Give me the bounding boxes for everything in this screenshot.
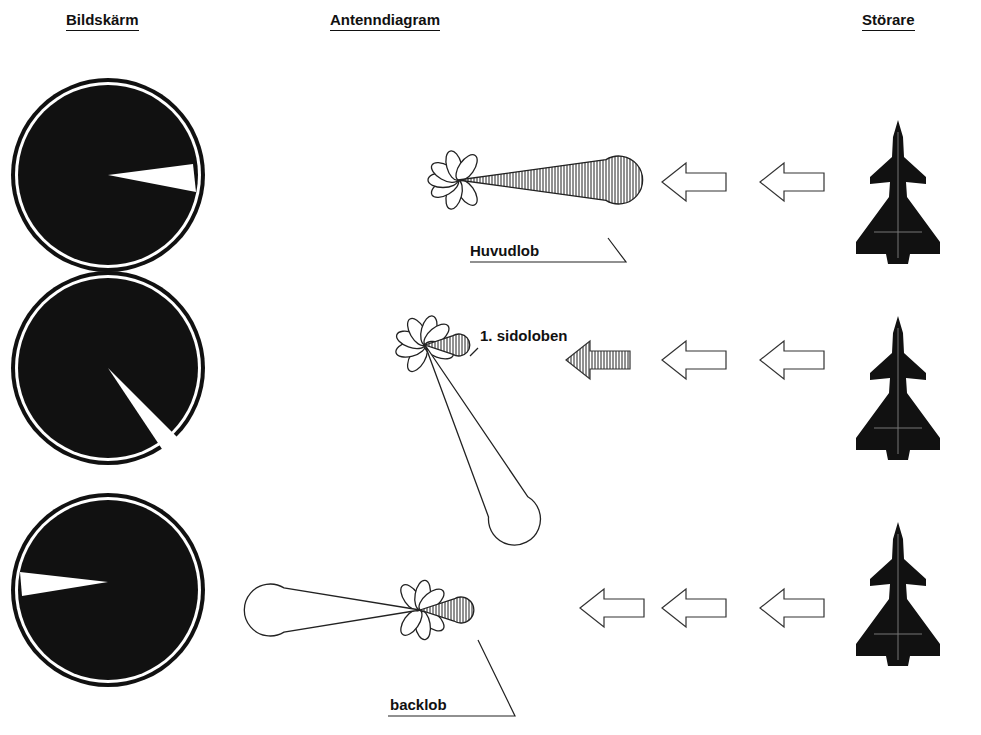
signal-arrow: [566, 341, 630, 379]
back-lobe: [420, 597, 474, 623]
jammer-aircraft: [856, 120, 940, 264]
jammer-aircraft: [856, 522, 940, 666]
signal-arrow: [662, 589, 726, 627]
jammer-aircraft: [856, 120, 940, 666]
jam-strobe: [108, 164, 196, 192]
column-header: Störare: [862, 12, 915, 31]
signal-arrow: [662, 341, 726, 379]
leader-lines: [388, 238, 626, 716]
main-lobe: [458, 156, 643, 204]
screen-face: [18, 500, 198, 680]
first-side-lobe: [425, 334, 470, 356]
screen-ring: [15, 497, 201, 683]
aircraft-detail: [898, 132, 899, 258]
lobe-label: backlob: [390, 697, 447, 714]
signal-arrows: [566, 163, 824, 627]
main-lobe: [402, 333, 550, 554]
screen-face: [18, 85, 198, 265]
aircraft-detail: [898, 534, 899, 660]
column-header: Bildskärm: [66, 12, 139, 31]
aircraft-detail: [898, 328, 899, 454]
jammer-aircraft: [856, 316, 940, 460]
aircraft-detail: [874, 232, 922, 233]
screen-rim: [11, 271, 205, 465]
antenna-patterns: [244, 149, 642, 641]
signal-arrow: [760, 589, 824, 627]
signal-arrow: [662, 163, 726, 201]
screen-ring: [15, 275, 201, 461]
aircraft-detail: [874, 428, 922, 429]
main-lobe: [244, 584, 420, 636]
signal-arrow: [760, 341, 824, 379]
jam-strobe: [108, 368, 186, 455]
lobe-label: 1. sidoloben: [480, 328, 568, 345]
screen-rim: [11, 493, 205, 687]
screen-rim: [11, 78, 205, 272]
signal-arrow: [760, 163, 824, 201]
aircraft-detail: [874, 634, 922, 635]
signal-arrow: [580, 589, 644, 627]
radar-screens: [11, 78, 205, 687]
lobe-label: Huvudlob: [470, 243, 539, 260]
screen-face: [18, 278, 198, 458]
screen-ring: [15, 82, 201, 268]
column-header: Antenndiagram: [330, 12, 440, 31]
jam-strobe: [20, 572, 108, 596]
